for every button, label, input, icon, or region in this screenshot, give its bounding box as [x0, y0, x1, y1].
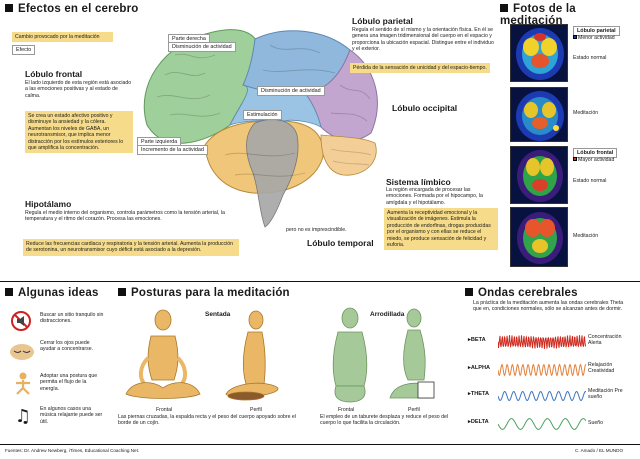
- wave-name-theta: ▸THETA: [468, 391, 490, 397]
- occipital-title: Lóbulo occipital: [392, 103, 458, 113]
- closed-eyes-icon: [8, 338, 38, 362]
- photo-tag-parietal: Lóbulo parietal: [573, 26, 620, 37]
- brain-scan-parietal-meditation: [510, 87, 568, 142]
- square-bullet-icon: [500, 4, 508, 12]
- wave-path: [498, 335, 586, 349]
- photo-less-activity: Menor actividad: [573, 35, 615, 41]
- wave-line-alpha: [498, 363, 586, 377]
- legend-change: Cambio provocado por la meditación: [12, 32, 113, 43]
- photo-caption-meditation-2: Meditación: [573, 233, 599, 239]
- photo-caption-meditation-1: Meditación: [573, 110, 599, 116]
- label-activity-increase: Incremento de la actividad: [137, 145, 208, 156]
- limbic-effect: Aumenta la receptividad emocional y la v…: [384, 208, 498, 251]
- kneeling-desc: El empleo de un taburete desplaza y redu…: [320, 414, 449, 427]
- legend-effect: Efecto: [12, 45, 36, 56]
- hypothalamus-desc: Regula el medio interno del organismo, c…: [25, 210, 225, 223]
- idea-text-4: En algunos casos una música relajante pu…: [40, 406, 103, 425]
- seated-front-figure: [125, 309, 201, 399]
- idea-text-3: Adoptar una postura que permita el flujo…: [40, 373, 98, 392]
- no-sound-icon: [8, 309, 38, 333]
- seated-desc: Las piernas cruzadas, la espalda recta y…: [118, 414, 296, 427]
- wave-line-beta: [498, 335, 586, 349]
- seated-profile-figure: [225, 310, 279, 401]
- waves-intro: La práctica de la meditación aumenta las…: [473, 300, 624, 313]
- section-title-ideas: Algunas ideas: [5, 287, 99, 299]
- footer-divider: [0, 444, 640, 445]
- footer-credit: C. Amado / EL MUNDO: [575, 448, 624, 453]
- temporal-title: Lóbulo temporal: [307, 238, 374, 248]
- square-bullet-icon: [5, 288, 13, 296]
- photo-more-activity: Mayor actividad: [573, 157, 614, 163]
- wave-name-beta: ▸BETA: [468, 337, 486, 343]
- wave-name-delta: ▸DELTA: [468, 419, 489, 425]
- limbic-desc: La región encargada de procesar las emoc…: [386, 187, 483, 206]
- posture-figures: [125, 307, 435, 403]
- kneeling-front-figure: [332, 307, 368, 403]
- wave-label-alpha: Relajación Creatividad: [588, 362, 615, 375]
- posture-kneeling-title: Arrodillada: [370, 311, 405, 318]
- music-icon: ♫: [14, 406, 32, 427]
- posture-label-profile: Perfil: [250, 407, 262, 413]
- wave-label-beta: Concentración Alerta: [588, 334, 622, 347]
- brain-illustration: [143, 29, 378, 228]
- wave-name-alpha: ▸ALPHA: [468, 365, 491, 371]
- limbic-system: [246, 119, 299, 228]
- hypothalamus-effect: Reduce las frecuencias cardiaca y respir…: [23, 239, 239, 256]
- wave-path: [498, 363, 586, 377]
- posture-seated-title: Sentada: [205, 311, 231, 318]
- frontal-desc: El lado izquierdo de esta región está as…: [25, 80, 132, 99]
- parietal-desc: Regula el sentido de sí mismo y la orien…: [352, 27, 494, 53]
- brain-scan-frontal-meditation: [510, 207, 568, 267]
- wave-path: [498, 390, 586, 402]
- idea-text-1: Buscar un sitio tranquilo sin distraccio…: [40, 312, 104, 325]
- wave-label-theta: Meditación Pre sueño: [588, 388, 623, 401]
- square-bullet-icon: [5, 4, 13, 12]
- section-title-postures: Posturas para la meditación: [118, 287, 290, 299]
- wave-label-delta: Sueño: [588, 420, 604, 426]
- frontal-title: Lóbulo frontal: [25, 69, 83, 79]
- brain-scan-parietal-normal: [510, 24, 568, 82]
- wave-line-theta: [498, 390, 586, 402]
- wave-path: [498, 418, 586, 430]
- wave-line-delta: [498, 418, 586, 430]
- photo-caption-normal-1: Estado normal: [573, 55, 607, 61]
- label-stimulation: Estimulación: [243, 110, 282, 121]
- kneeling-profile-figure: [389, 308, 435, 399]
- less-activity-swatch-icon: [573, 35, 577, 39]
- cerebellum: [320, 134, 377, 176]
- square-bullet-icon: [118, 288, 126, 296]
- limbic-title: Sistema límbico: [386, 177, 451, 187]
- label-activity-decrease-2: Disminución de actividad: [257, 86, 325, 97]
- section-title-waves: Ondas cerebrales: [465, 287, 578, 299]
- brain-scan-frontal-normal: [510, 146, 568, 204]
- posture-label-front-2: Frontal: [338, 407, 355, 413]
- section-divider: [0, 281, 640, 282]
- parietal-effect: Pérdida de la sensación de unicidad y de…: [350, 63, 490, 74]
- footer-sources: Fuentes: Dr. Andrew Newberg, iTimes, Edu…: [5, 448, 140, 453]
- idea-text-2: Cerrar los ojos puede ayudar a concentra…: [40, 340, 94, 353]
- posture-label-front: Frontal: [156, 407, 173, 413]
- temporal-note: pero no es imprescindible.: [286, 227, 347, 233]
- posture-label-profile-2: Perfil: [408, 407, 420, 413]
- posture-icon: [8, 371, 38, 397]
- section-title-main: Efectos en el cerebro: [5, 3, 139, 15]
- more-activity-swatch-icon: [573, 157, 577, 161]
- square-bullet-icon: [465, 288, 473, 296]
- hypothalamus-title: Hipotálamo: [25, 199, 72, 209]
- frontal-effect: Se crea un estado afectivo positivo y di…: [25, 111, 133, 154]
- photo-caption-normal-2: Estado normal: [573, 178, 607, 184]
- label-activity-decrease: Disminución de actividad: [168, 42, 236, 53]
- photo-tag-frontal: Lóbulo frontal: [573, 148, 618, 159]
- parietal-title: Lóbulo parietal: [352, 16, 413, 26]
